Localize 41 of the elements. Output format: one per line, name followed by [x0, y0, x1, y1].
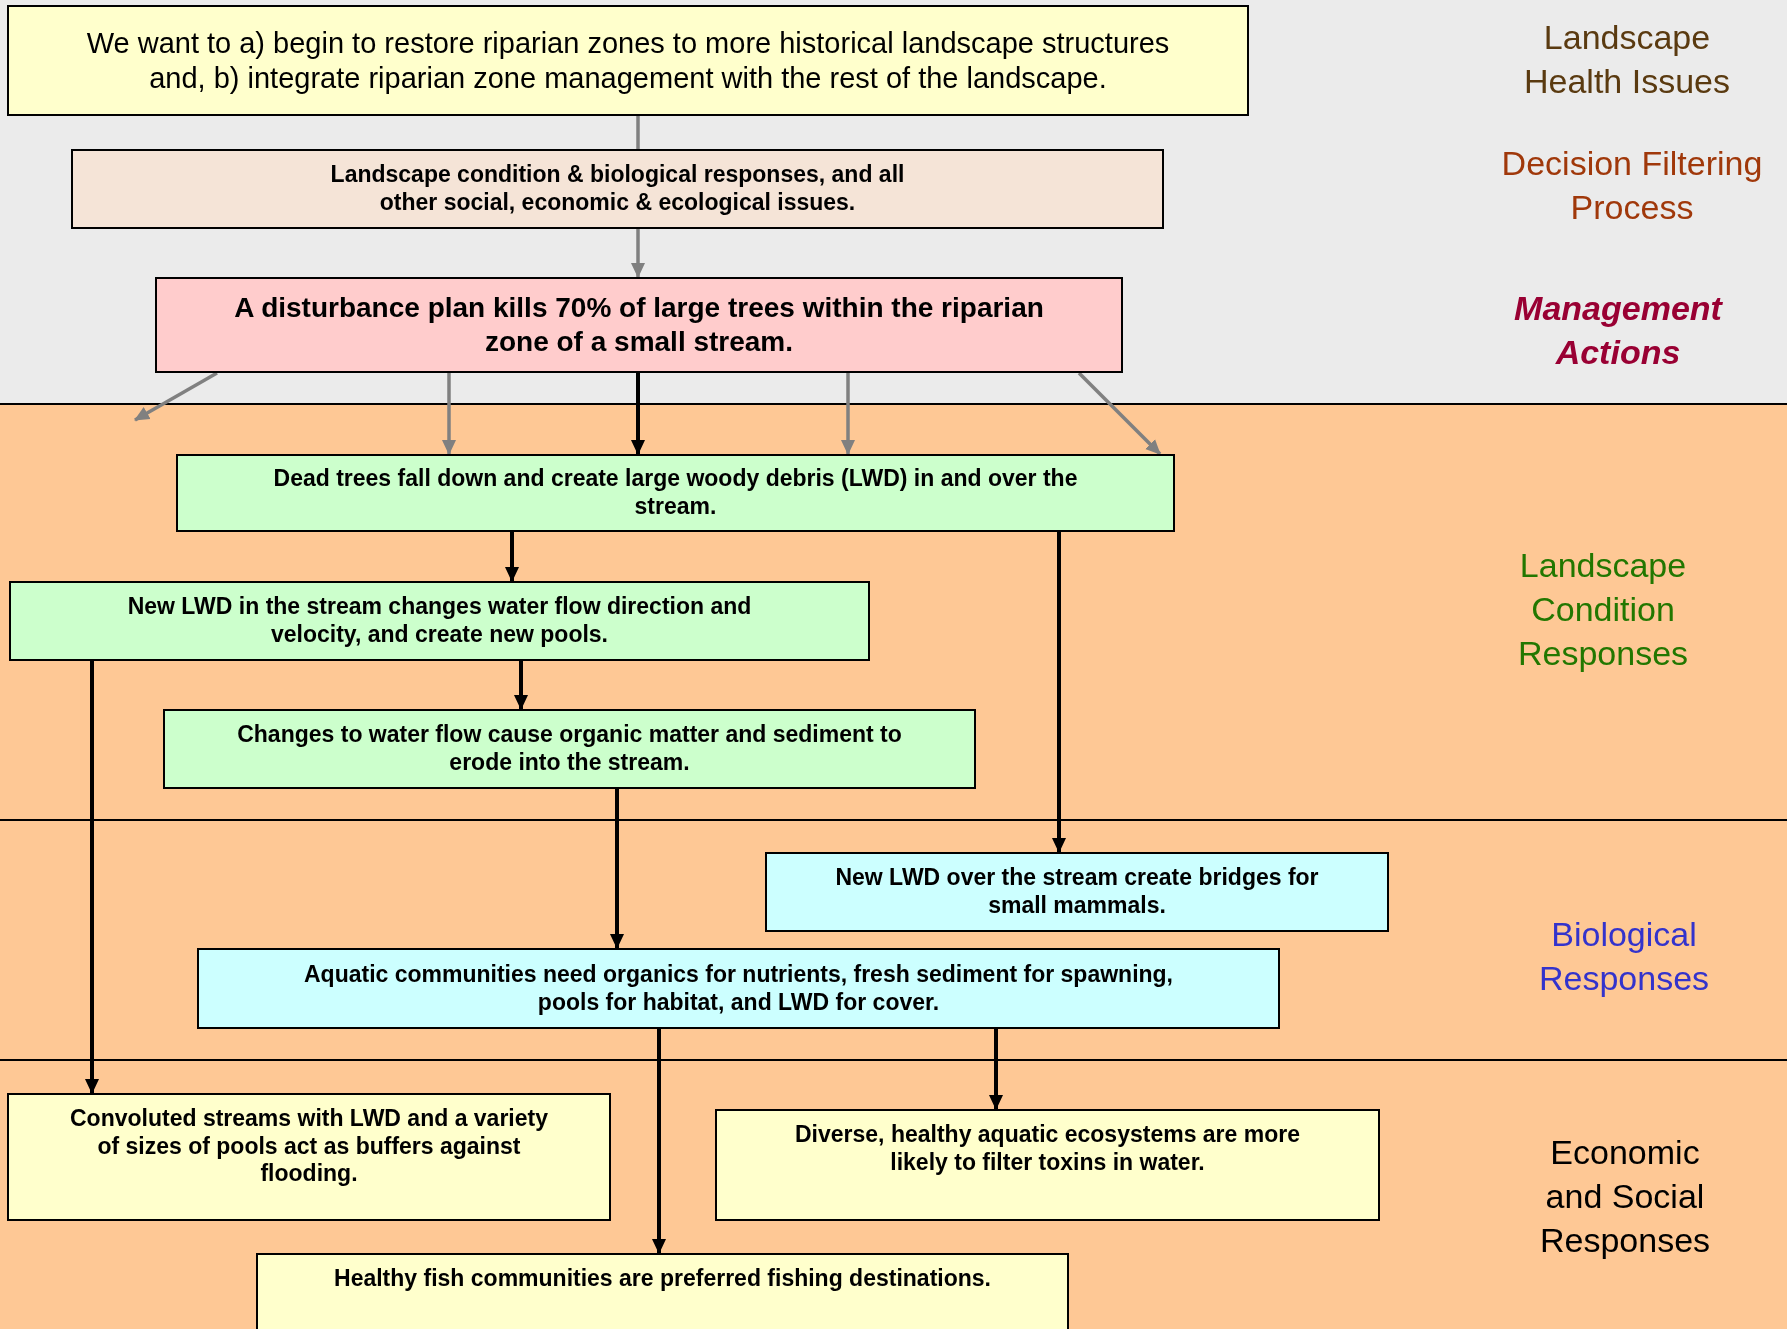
box-text: New LWD over the stream create bridges for small mammals.: [834, 864, 1320, 920]
process-box: [176, 454, 1175, 532]
arrow: [442, 373, 456, 455]
arrow: [631, 373, 645, 455]
section-label: Management Actions: [1513, 288, 1724, 374]
arrow: [652, 1029, 666, 1254]
process-box: [163, 709, 976, 789]
process-box: [7, 1093, 611, 1221]
box-text: Dead trees fall down and create large woody debris (LWD) in and over the stream.: [272, 465, 1079, 521]
box-text: Diverse, healthy aquatic ecosystems are more likely to filter toxins in water.: [794, 1121, 1301, 1177]
arrow: [631, 229, 645, 278]
section-label: Landscape Health Issues: [1523, 17, 1731, 103]
arrow: [841, 373, 855, 455]
process-box: [71, 149, 1164, 229]
arrow: [134, 371, 218, 422]
process-box: [256, 1253, 1069, 1329]
arrow: [610, 789, 624, 949]
process-box: [9, 581, 870, 661]
process-box: [197, 948, 1280, 1029]
arrow: [1077, 371, 1162, 456]
box-text: Convoluted streams with LWD and a variety of sizes of pools act as buffers against flooding.: [69, 1105, 549, 1188]
arrow: [989, 1029, 1003, 1110]
arrow: [1052, 532, 1066, 853]
process-box: [155, 277, 1123, 373]
section-label: Decision Filtering Process: [1500, 143, 1764, 229]
process-box: [715, 1109, 1380, 1221]
arrow: [505, 532, 519, 582]
box-text: Landscape condition & biological responses, and all other social, economic & ecological issues.: [329, 161, 906, 217]
box-text: A disturbance plan kills 70% of large trees within the riparian zone of a small stream.: [233, 291, 1045, 359]
box-text: We want to a) begin to restore riparian zones to more historical landscape structures and, b) integrate riparian zone management with the rest of the landscape.: [85, 25, 1171, 96]
section-label: Biological Responses: [1537, 914, 1711, 1000]
arrow: [514, 661, 528, 710]
box-text: Healthy fish communities are preferred fishing destinations.: [334, 1265, 991, 1293]
process-box: [7, 5, 1249, 116]
section-label: Landscape Condition Responses: [1516, 545, 1690, 675]
box-text: Aquatic communities need organics for nutrients, fresh sediment for spawning, pools for habitat, and LWD for cover.: [303, 960, 1174, 1017]
arrow: [85, 661, 99, 1094]
process-box: [765, 852, 1389, 932]
box-text: Changes to water flow cause organic matter and sediment to erode into the stream.: [236, 721, 903, 777]
section-label: Economic and Social Responses: [1538, 1132, 1712, 1262]
box-text: New LWD in the stream changes water flow direction and velocity, and create new pools.: [126, 593, 753, 649]
